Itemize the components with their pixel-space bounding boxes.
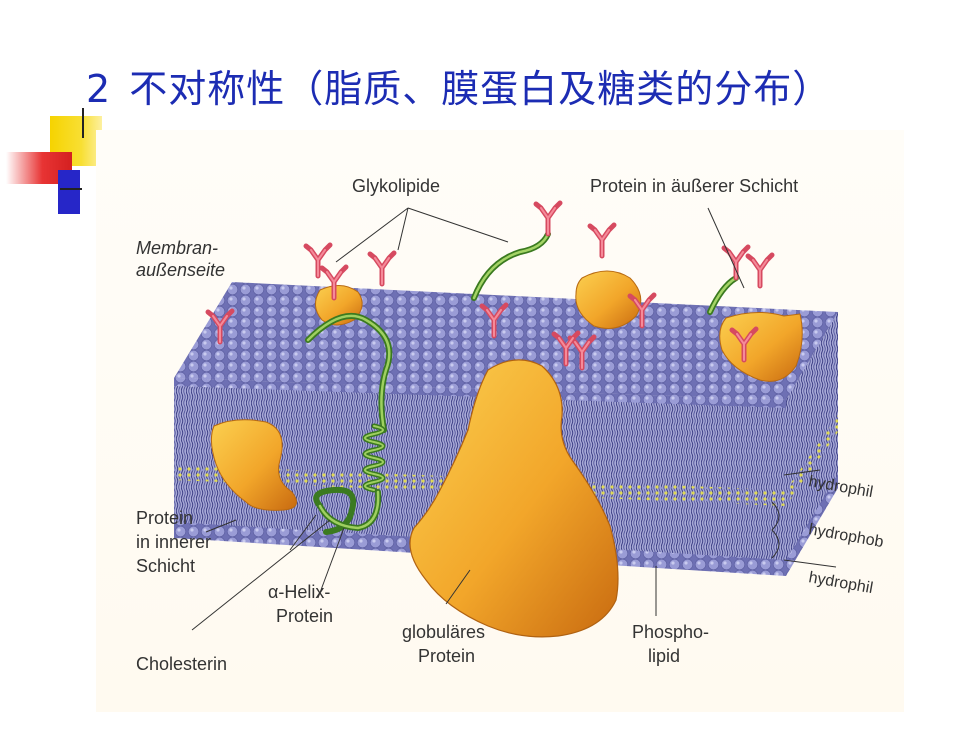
label-protein-outer: Protein in äußerer Schicht [590,176,798,196]
label-cholesterin: Cholesterin [136,654,227,674]
slide-title: 2 不对称性（脂质、膜蛋白及糖类的分布） [86,58,831,113]
label-protein-inner-line2: in innerer [136,532,211,552]
leader-lines [191,207,837,631]
label-globular-line2: Protein [418,646,475,666]
slide-title-text: 不对称性（脂质、膜蛋白及糖类的分布） [129,67,832,111]
label-protein-inner-line3: Schicht [136,556,195,576]
label-membran-line1: Membran- [136,238,218,258]
label-phospho-line2: lipid [648,646,680,666]
label-protein-inner-line1: Protein [136,508,193,528]
label-glykolipide: Glykolipide [352,176,440,196]
label-alpha-helix-line2: Protein [276,606,333,626]
membrane-diagram: Glykolipide Protein in äußerer Schicht M… [96,130,904,712]
label-alpha-helix-line1: α-Helix- [268,582,330,602]
protein-outer-right [719,312,803,382]
globular-protein [409,359,619,638]
slide-number: 2 [86,67,112,111]
decor-vertical-line [82,108,84,138]
protein-inner-layer [210,419,297,511]
glycoprotein-strands [471,231,739,315]
protein-outer-middle [575,270,642,329]
label-phospho-line1: Phospho- [632,622,709,642]
decor-blue-bar [58,170,80,214]
label-globular-line1: globuläres [402,622,485,642]
decor-horizontal-line [60,188,82,190]
label-membran-line2: außenseite [136,260,225,280]
alpha-helix-protein [305,313,393,535]
